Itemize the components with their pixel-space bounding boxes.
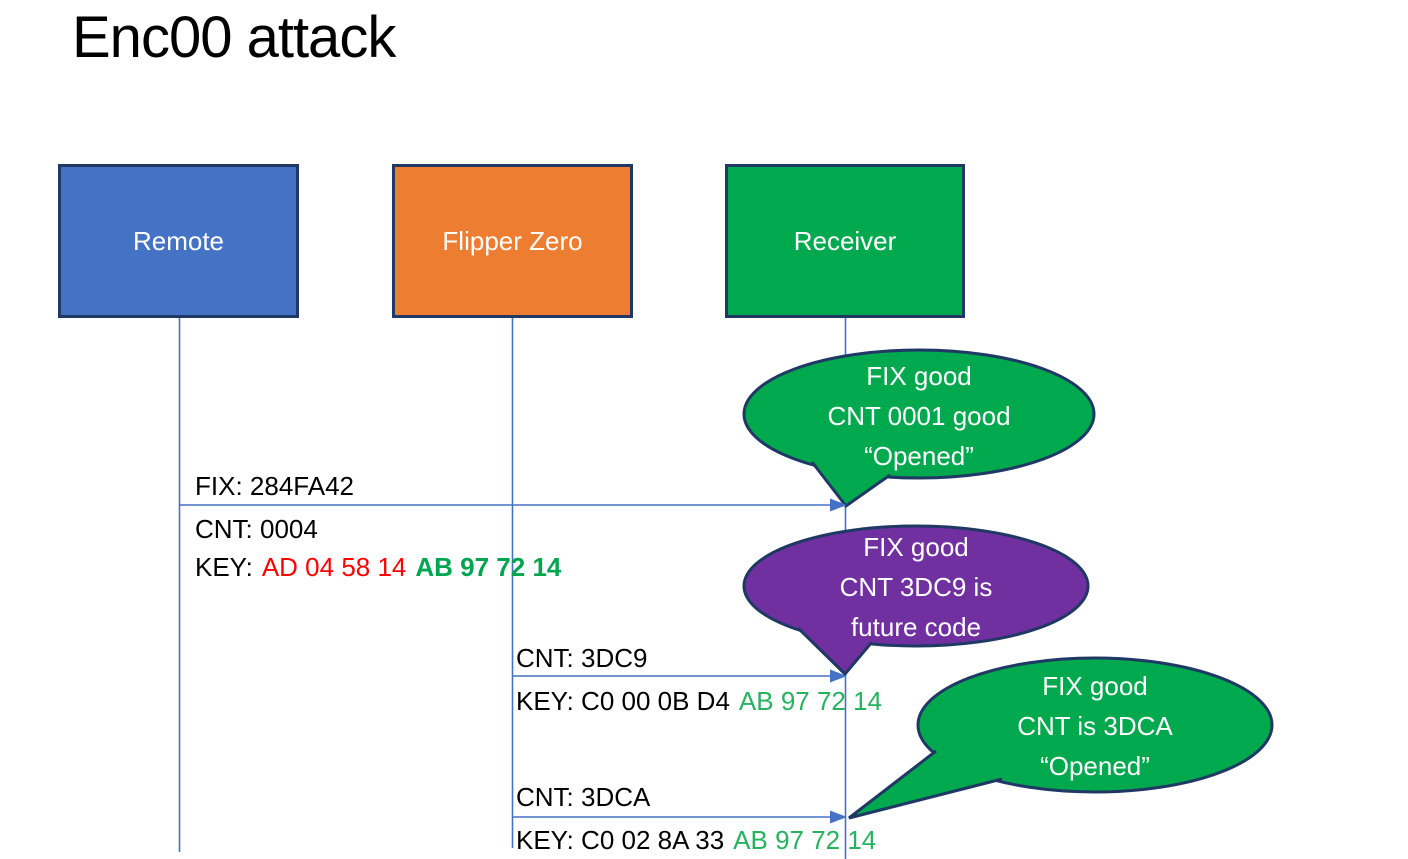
speech-bubble-2-text: FIX good CNT 3DC9 is future code: [746, 527, 1086, 647]
message-1-key-fixed-part: AB 97 72 14: [415, 552, 562, 582]
message-3-cnt-value: CNT: 3DCA: [516, 782, 651, 812]
message-arrow-2-head: [830, 669, 847, 683]
speech-bubble-1-tail: [810, 461, 891, 509]
speech-bubble-2-line-1: FIX good: [863, 532, 969, 562]
actor-box-receiver: Receiver: [725, 164, 965, 318]
speech-bubble-1-line-2: CNT 0001 good: [827, 401, 1011, 431]
actor-label-flipper-zero: Flipper Zero: [442, 225, 583, 256]
message-3-cnt-text: CNT: 3DCA: [516, 782, 650, 812]
speech-bubble-3-line-1: FIX good: [1042, 671, 1148, 701]
speech-bubble-1-line-1: FIX good: [866, 361, 972, 391]
message-3-key-label: KEY: C0 02 8A 33: [516, 825, 725, 855]
speech-bubble-2-line-2: CNT 3DC9 is: [839, 572, 993, 602]
page-title: Enc00 attack: [72, 5, 396, 70]
speech-bubble-3-text: FIX good CNT is 3DCA “Opened”: [925, 666, 1265, 786]
message-2-cnt-value: CNT: 3DC9: [516, 643, 648, 673]
message-2-key-text: KEY: C0 00 0B D4 AB 97 72 14: [516, 686, 882, 716]
message-3-key-fixed-part: AB 97 72 14: [733, 825, 877, 855]
message-1-key-rolling-part: AD 04 58 14: [261, 552, 407, 582]
message-1-cnt-value: CNT: 0004: [195, 514, 318, 544]
speech-bubble-1-text: FIX good CNT 0001 good “Opened”: [749, 356, 1089, 476]
speech-bubble-3-line-3: “Opened”: [1040, 751, 1150, 781]
message-arrow-3: [512, 810, 847, 824]
message-arrow-1: [179, 498, 847, 512]
actor-label-receiver: Receiver: [793, 225, 897, 256]
message-2-key-fixed-part: AB 97 72 14: [738, 686, 883, 716]
message-3-key-text: KEY: C0 02 8A 33 AB 97 72 14: [516, 825, 876, 855]
actor-box-remote: Remote: [58, 164, 299, 318]
speech-bubble-1-ellipse: [742, 348, 1096, 480]
speech-bubble-1-line-3: “Opened”: [864, 441, 974, 471]
speech-bubble-2: [742, 524, 1090, 677]
speech-bubble-1: [742, 348, 1096, 509]
actor-box-flipper-zero: Flipper Zero: [392, 164, 633, 318]
message-2-cnt-text: CNT: 3DC9: [516, 643, 647, 673]
message-1-fix-value: FIX: 284FA42: [195, 471, 354, 501]
speech-bubble-2-tail: [796, 626, 874, 677]
speech-bubble-2-line-3: future code: [850, 612, 982, 642]
message-1-fix-text: FIX: 284FA42: [195, 471, 354, 501]
speech-bubble-3-ellipse: [916, 656, 1274, 794]
message-2-key-label: KEY: C0 00 0B D4: [516, 686, 730, 716]
speech-bubble-3-tail: [848, 749, 1003, 820]
actor-label-remote: Remote: [132, 225, 225, 256]
speech-bubble-2-ellipse: [742, 524, 1090, 648]
speech-bubble-3: [848, 656, 1274, 820]
message-1-key-label: KEY:: [195, 552, 253, 582]
message-arrow-1-head: [830, 498, 847, 512]
message-1-cnt-text: CNT: 0004: [195, 514, 318, 544]
message-arrow-3-head: [830, 810, 847, 824]
message-1-key-text: KEY: AD 04 58 14 AB 97 72 14: [195, 552, 561, 582]
speech-bubble-3-line-2: CNT is 3DCA: [1017, 711, 1173, 741]
message-arrow-2: [512, 669, 847, 683]
